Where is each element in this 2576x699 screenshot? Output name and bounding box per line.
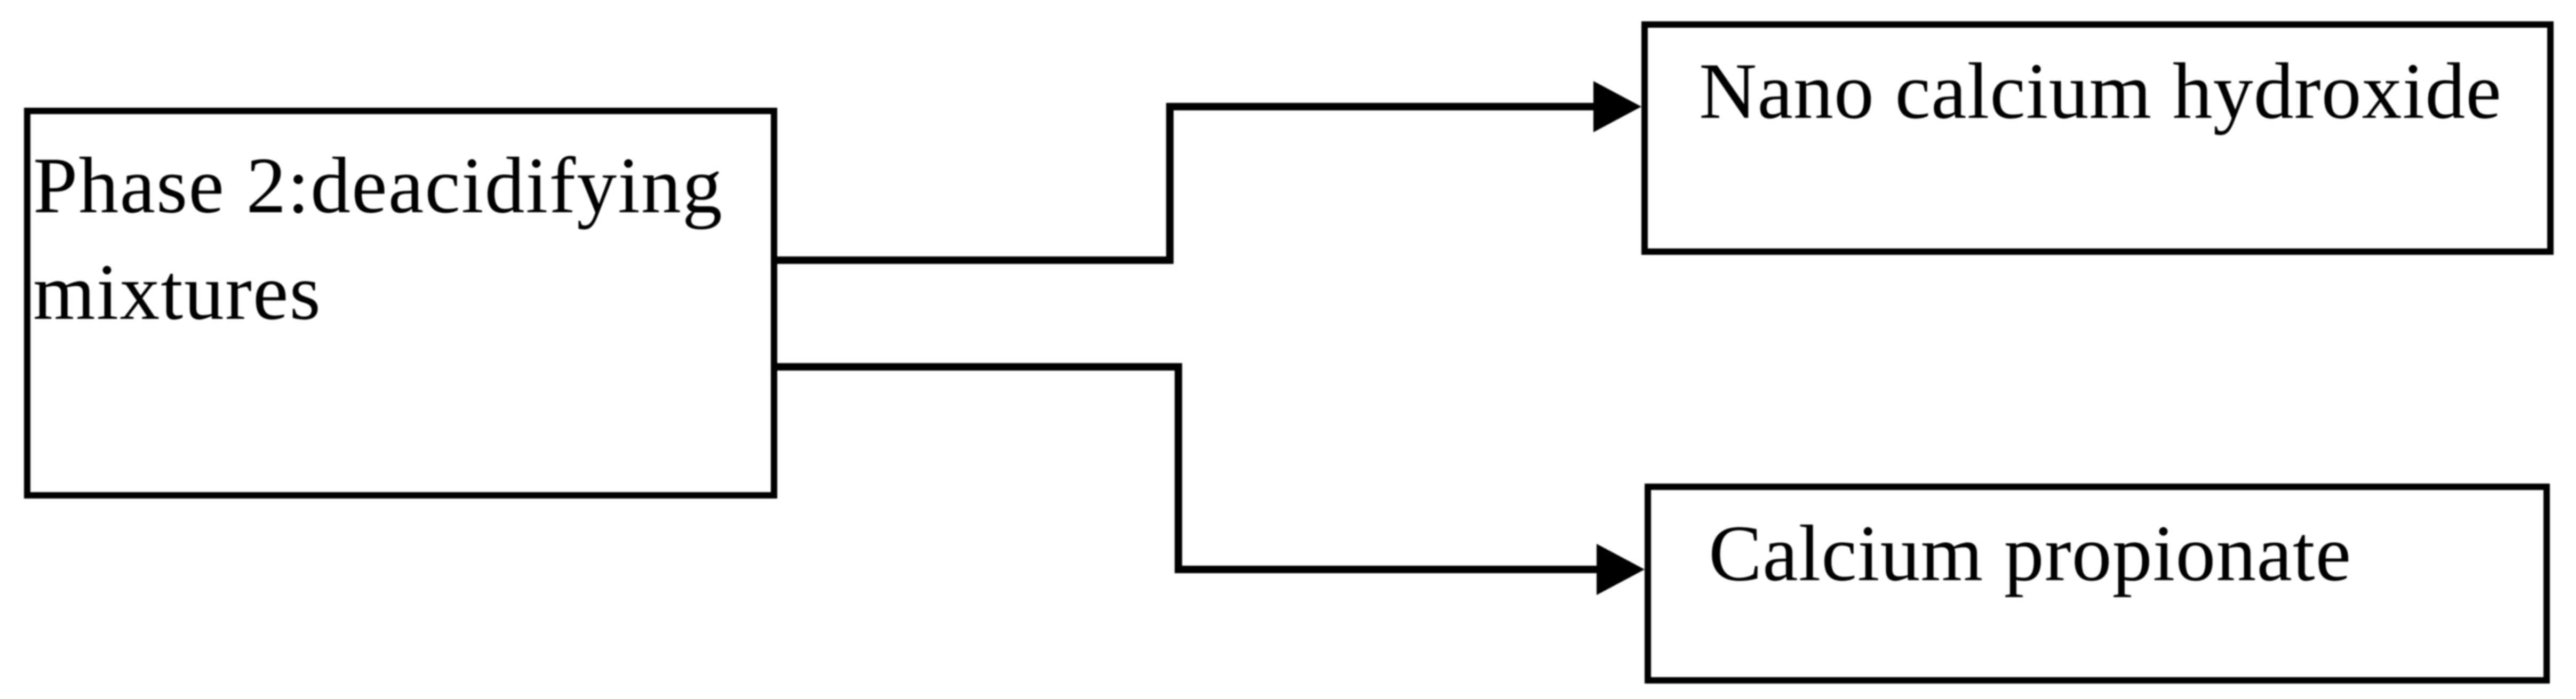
arrow-line-to-nano-calcium-hydroxide: [777, 103, 1594, 264]
node-calcium-propionate-label: Calcium propionate: [1709, 509, 2352, 598]
node-phase2-deacidifying-mixtures: [24, 108, 777, 499]
arrowhead-to-nano-calcium-hydroxide-icon: [1593, 81, 1641, 132]
node-phase2-label-line1: Phase 2:deacidifying: [33, 141, 723, 230]
node-nano-calcium-hydroxide: [1641, 21, 2554, 255]
node-nano-calcium-hydroxide-label: Nano calcium hydroxide: [1699, 47, 2502, 135]
arrow-line-to-calcium-propionate: [777, 363, 1598, 573]
node-phase2-label-line2: mixtures: [33, 248, 322, 336]
arrowhead-to-calcium-propionate-icon: [1597, 544, 1645, 595]
node-calcium-propionate: [1645, 484, 2550, 684]
node-phase2-label: Phase 2:deacidifying mixtures: [33, 132, 723, 346]
